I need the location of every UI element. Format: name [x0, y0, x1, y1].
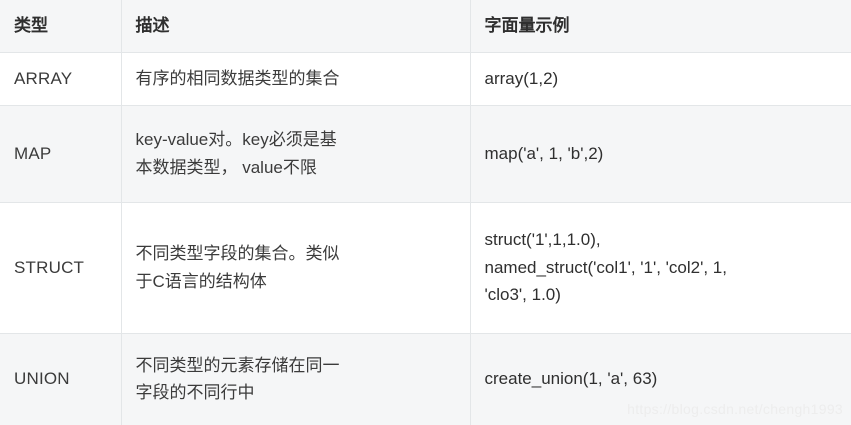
column-header-type: 类型: [0, 0, 122, 53]
cell-type-array: ARRAY: [0, 52, 122, 106]
table-header-row: 类型 描述 字面量示例: [0, 0, 851, 53]
literal-lines: array(1,2): [485, 65, 838, 93]
literal-line: named_struct('col1', '1', 'col2', 1,: [484, 257, 727, 277]
cell-literal-union: create_union(1, 'a', 63): [470, 333, 851, 425]
literal-line: create_union(1, 'a', 63): [484, 369, 658, 389]
description-line: 不同类型字段的集合。类似: [135, 243, 340, 263]
cell-description-array: 有序的相同数据类型的集合: [121, 52, 471, 106]
description-line: 本数据类型， value不限: [135, 157, 317, 177]
cell-literal-struct: struct('1',1,1.0), named_struct('col1', …: [470, 202, 851, 334]
literal-line: struct('1',1,1.0),: [484, 230, 601, 250]
table-header: 类型 描述 字面量示例: [0, 0, 851, 53]
literal-line: 'clo3', 1.0): [484, 285, 561, 305]
table-body: ARRAY 有序的相同数据类型的集合 array(1,2) MAP key-va…: [0, 52, 851, 425]
cell-literal-map: map('a', 1, 'b',2): [470, 105, 851, 203]
description-lines: 不同类型字段的集合。类似 于C语言的结构体: [136, 240, 456, 295]
table-row: MAP key-value对。key必须是基 本数据类型， value不限 ma…: [0, 105, 851, 203]
literal-line: array(1,2): [484, 68, 559, 88]
literal-lines: create_union(1, 'a', 63): [485, 365, 838, 393]
description-line: 不同类型的元素存储在同一: [135, 355, 340, 375]
cell-type-union: UNION: [0, 333, 122, 425]
literal-lines: struct('1',1,1.0), named_struct('col1', …: [485, 226, 838, 309]
description-lines: 不同类型的元素存储在同一 字段的不同行中: [136, 352, 456, 407]
cell-description-map: key-value对。key必须是基 本数据类型， value不限: [121, 105, 471, 203]
cell-description-struct: 不同类型字段的集合。类似 于C语言的结构体: [121, 202, 471, 334]
column-header-description: 描述: [121, 0, 471, 53]
literal-lines: map('a', 1, 'b',2): [485, 140, 838, 168]
description-lines: 有序的相同数据类型的集合: [136, 65, 456, 93]
table-row: STRUCT 不同类型字段的集合。类似 于C语言的结构体 struct('1',…: [0, 202, 851, 334]
cell-literal-array: array(1,2): [470, 52, 851, 106]
description-line: 有序的相同数据类型的集合: [135, 68, 340, 88]
description-line: key-value对。key必须是基: [135, 129, 337, 149]
description-lines: key-value对。key必须是基 本数据类型， value不限: [136, 126, 456, 181]
cell-description-union: 不同类型的元素存储在同一 字段的不同行中: [121, 333, 471, 425]
literal-line: map('a', 1, 'b',2): [484, 143, 604, 163]
cell-type-map: MAP: [0, 105, 122, 203]
description-line: 于C语言的结构体: [135, 271, 267, 291]
cell-type-struct: STRUCT: [0, 202, 122, 334]
table-row: UNION 不同类型的元素存储在同一 字段的不同行中 create_union(…: [0, 333, 851, 425]
table-row: ARRAY 有序的相同数据类型的集合 array(1,2): [0, 52, 851, 106]
description-line: 字段的不同行中: [135, 383, 255, 403]
column-header-literal: 字面量示例: [470, 0, 851, 53]
